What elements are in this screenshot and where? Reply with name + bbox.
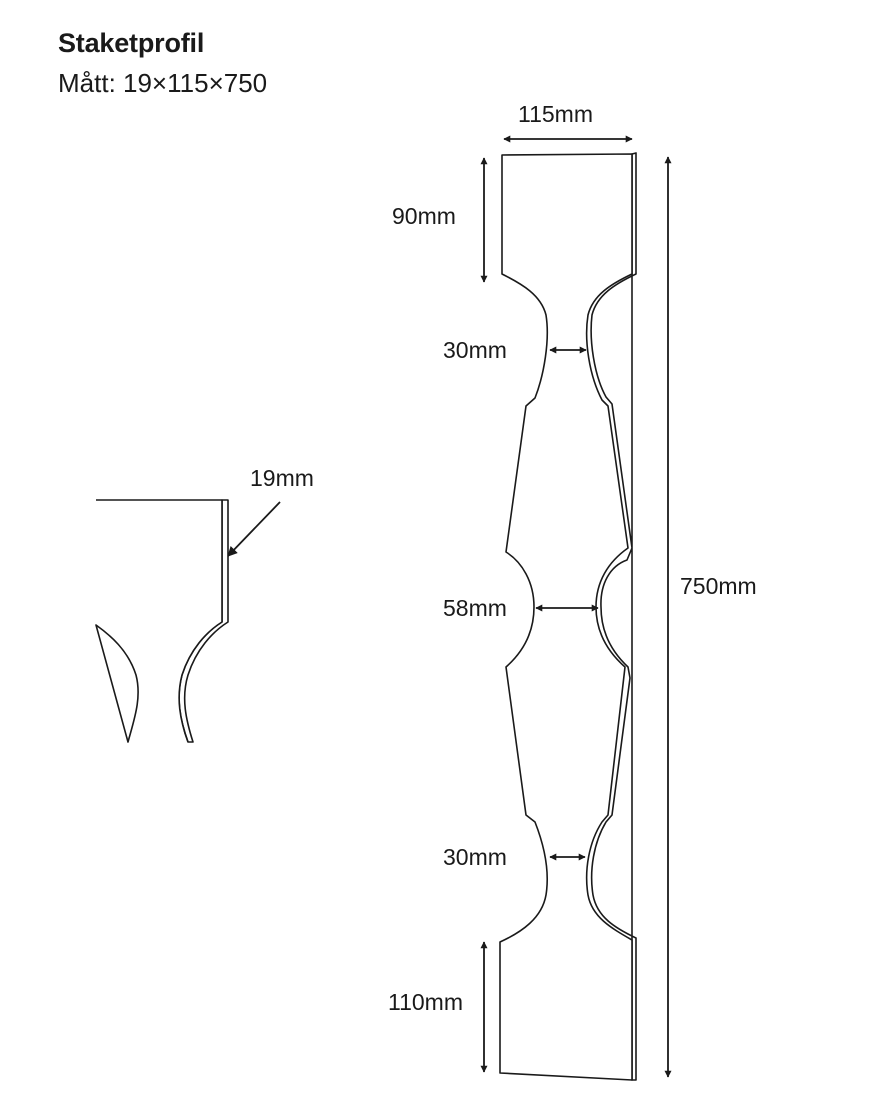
dimension-lines: 115mm 90mm 30mm 58mm 30mm 110mm 750mm	[388, 101, 757, 1078]
width-label: 115mm	[518, 101, 593, 127]
picket-front-face	[499, 153, 633, 1081]
upper-neck-label: 30mm	[443, 337, 507, 363]
picket-side-edge	[590, 152, 637, 1081]
lower-neck-label: 30mm	[443, 844, 507, 870]
bottom-section-label: 110mm	[388, 989, 463, 1015]
middle-neck-label: 58mm	[443, 595, 507, 621]
page-title: Staketprofil	[58, 28, 205, 58]
thickness-label: 19mm	[250, 465, 314, 491]
top-section-label: 90mm	[392, 203, 456, 229]
picket-profile	[499, 152, 637, 1081]
total-height-label: 750mm	[680, 573, 757, 599]
detail-view: 19mm	[95, 465, 314, 743]
detail-front-face	[95, 499, 223, 743]
page-subtitle: Mått: 19×115×750	[58, 68, 268, 98]
thickness-arrow	[227, 501, 281, 557]
